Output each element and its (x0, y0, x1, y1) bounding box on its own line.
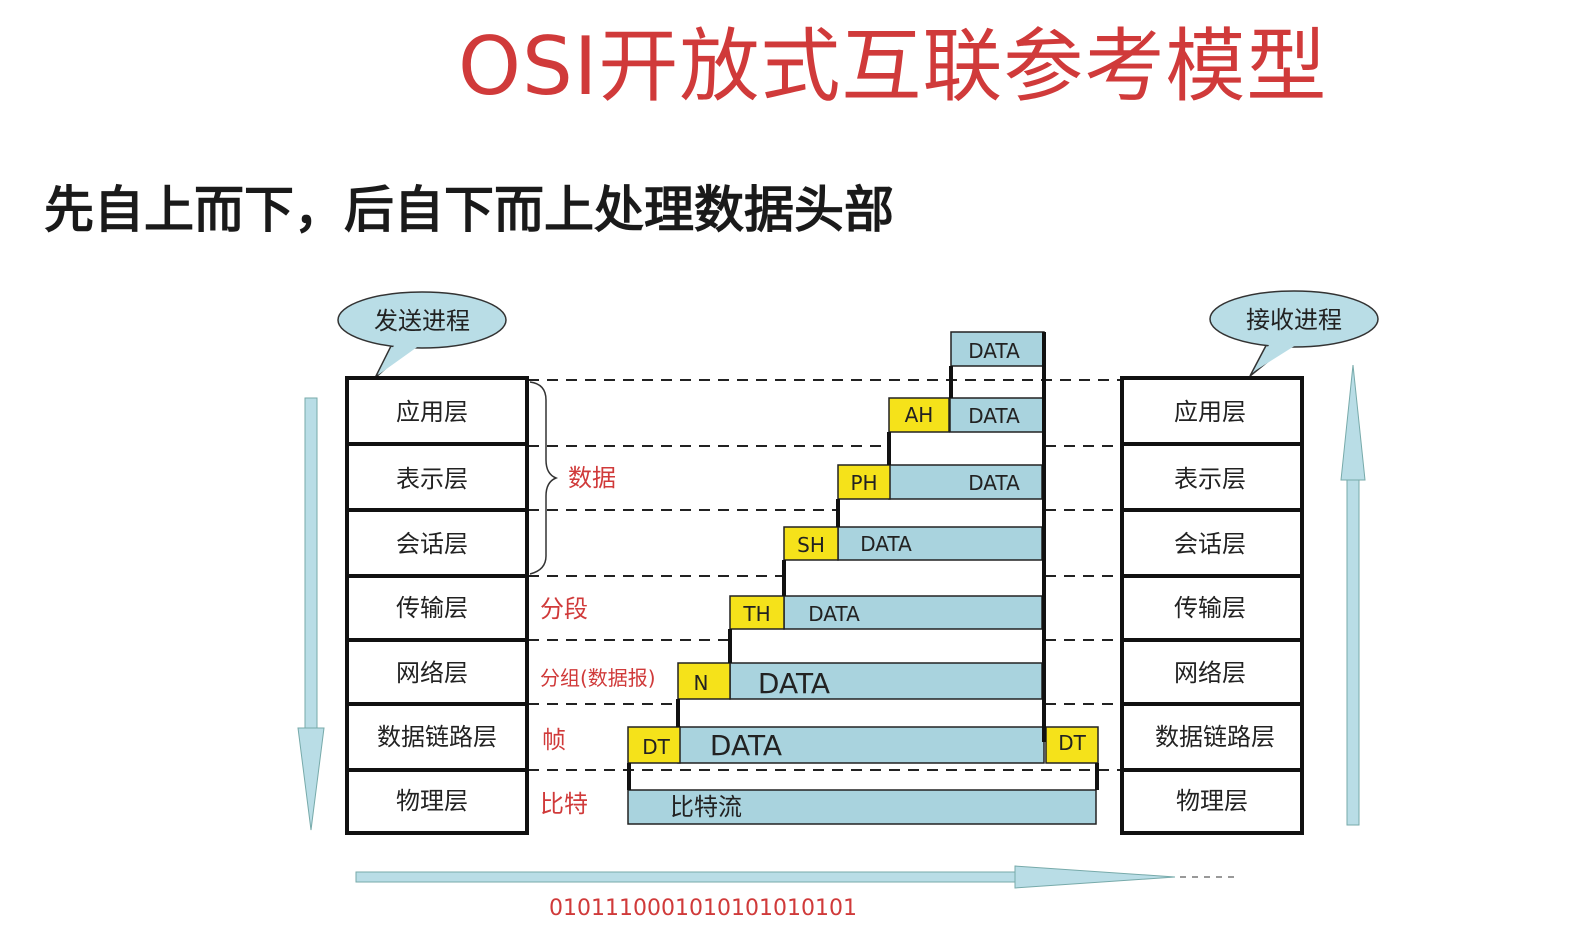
layer-dividers (528, 379, 1120, 771)
header-th-text: TH (742, 602, 770, 626)
data-text-frame: DATA (710, 729, 782, 762)
receiver-label: 接收进程 (1246, 306, 1342, 334)
receiver-layer-stack: 应用层 表示层 会话层 传输层 网络层 数据链路层 物理层 (1120, 376, 1304, 835)
transport-input-data-block (837, 526, 1043, 561)
sender-layer-network: 网络层 (396, 659, 468, 687)
trailer-dt-text: DT (1058, 731, 1086, 755)
header-n-text: N (694, 671, 709, 695)
frame-data-block (677, 726, 1045, 764)
header-sh (783, 526, 839, 561)
data-text-session: DATA (968, 471, 1020, 495)
pdu-label-segment: 分段 (540, 595, 588, 623)
data-text-datalink: DATA (758, 667, 830, 700)
data-text-application: DATA (968, 339, 1020, 363)
receiver-layer-session: 会话层 (1174, 530, 1246, 558)
receiver-bubble: 接收进程 (1209, 290, 1379, 377)
datalink-input-data-block (729, 662, 1043, 700)
bitstream-block (627, 789, 1097, 825)
pdu-label-data: 数据 (568, 464, 616, 492)
sender-layer-stack: 应用层 表示层 会话层 传输层 网络层 数据链路层 物理层 (345, 376, 529, 835)
sender-label: 发送进程 (374, 307, 470, 335)
sender-bubble: 发送进程 (337, 291, 507, 379)
application-data-block (950, 331, 1045, 367)
receiver-layer-network: 网络层 (1174, 659, 1246, 687)
session-input-data-block (888, 464, 1043, 500)
sender-bubble-shape (337, 291, 507, 349)
receiver-up-arrow (1340, 364, 1366, 826)
header-ph (837, 464, 891, 500)
pdu-label-packet: 分组(数据报) (540, 666, 656, 690)
page-title: OSI开放式互联参考模型 (458, 20, 1328, 113)
sender-down-arrow (297, 397, 325, 831)
data-text-transport: DATA (860, 532, 912, 556)
receiver-bubble-shape (1209, 290, 1379, 348)
receiver-layer-application: 应用层 (1174, 398, 1246, 426)
header-th (729, 595, 785, 630)
pdu-label-frame: 帧 (542, 726, 566, 754)
header-sh-text: SH (797, 533, 825, 557)
bits-sequence: 0101110001010101010101 (549, 896, 857, 921)
header-ah-text: AH (905, 403, 934, 427)
bitstream-label: 比特流 (670, 793, 742, 821)
header-n (677, 662, 731, 700)
sender-layer-transport: 传输层 (396, 594, 468, 622)
receiver-layer-datalink: 数据链路层 (1155, 723, 1275, 751)
sender-layer-session: 会话层 (396, 530, 468, 558)
header-dt (627, 726, 681, 764)
sender-layer-presentation: 表示层 (396, 465, 468, 493)
page-subtitle: 先自上而下，后自下而上处理数据头部 (44, 181, 894, 239)
data-text-presentation: DATA (968, 404, 1020, 428)
receiver-layer-transport: 传输层 (1174, 594, 1246, 622)
upper-layers-brace (529, 381, 559, 575)
header-dt-text: DT (642, 735, 670, 759)
sender-layer-physical: 物理层 (396, 787, 468, 815)
sender-layer-datalink: 数据链路层 (377, 723, 497, 751)
header-ah (888, 397, 950, 433)
transmission-arrow (355, 865, 1235, 889)
receiver-layer-presentation: 表示层 (1174, 465, 1246, 493)
trailer-dt (1045, 726, 1099, 764)
receiver-layer-physical: 物理层 (1176, 787, 1248, 815)
pdu-label-bit: 比特 (540, 790, 588, 818)
sender-layer-application: 应用层 (396, 398, 468, 426)
header-ph-text: PH (850, 471, 877, 495)
encapsulation-connectors (627, 332, 1099, 790)
data-text-network: DATA (808, 602, 860, 626)
